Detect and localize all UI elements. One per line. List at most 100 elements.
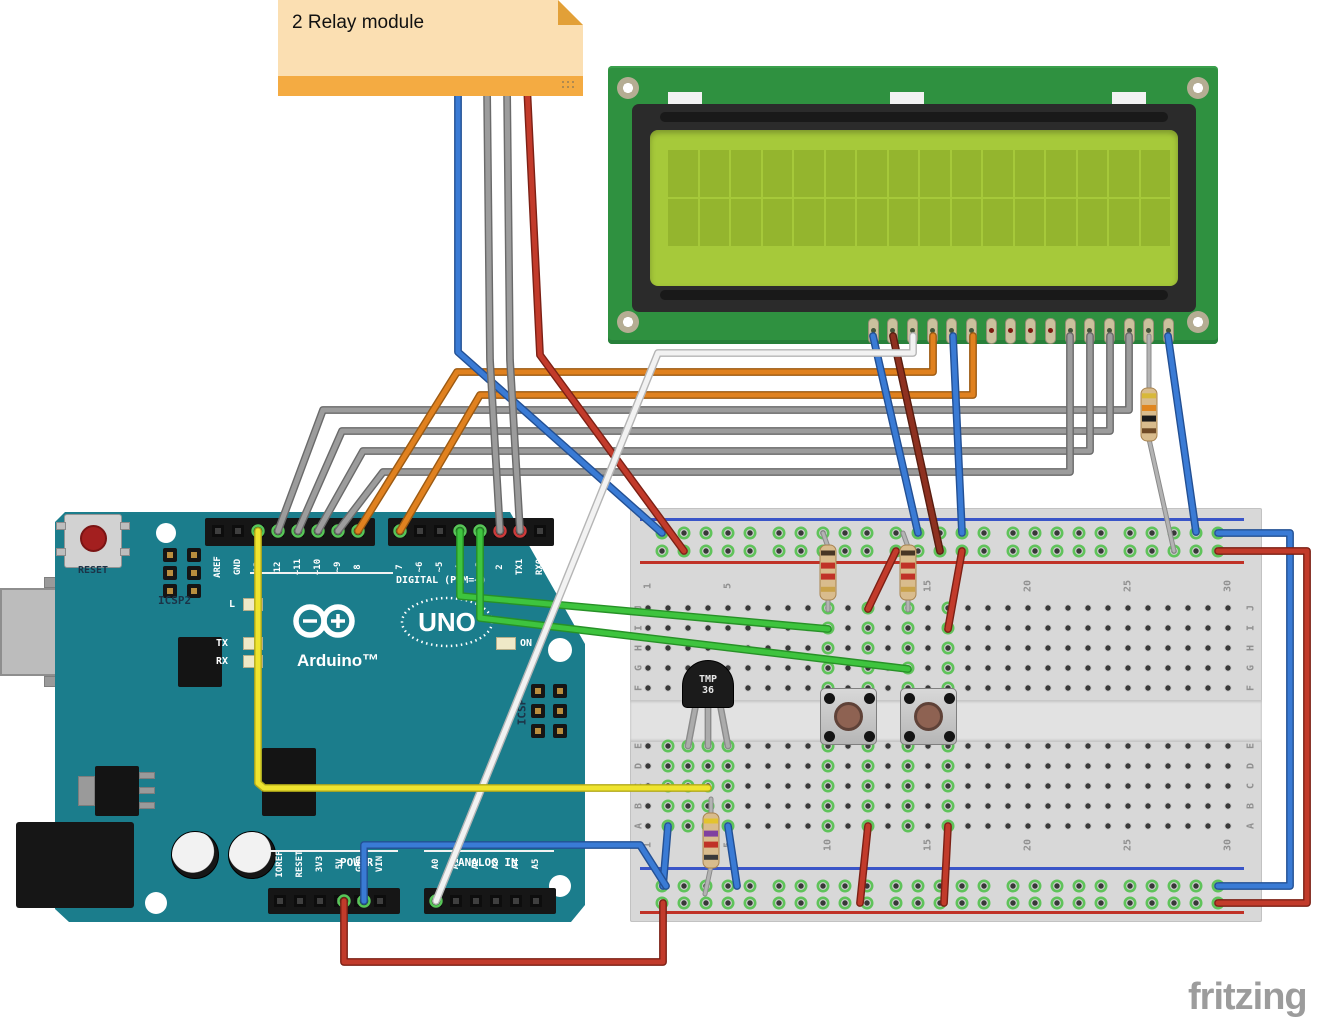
wire-gray-d11-lcd13[interactable] <box>295 333 1113 534</box>
icsp-pin[interactable] <box>531 724 545 738</box>
arduino-pin[interactable] <box>510 895 522 907</box>
wire-blue-relay-gnd[interactable] <box>455 83 665 536</box>
pushbutton-1-cap[interactable] <box>834 702 863 731</box>
arduino-pin[interactable] <box>232 525 244 537</box>
wire-yellow-d13-tmp36[interactable] <box>255 528 711 791</box>
arduino-pin[interactable] <box>294 895 306 907</box>
lcd-pin-10[interactable] <box>1044 318 1056 344</box>
wire-orange-d8-lcd4[interactable] <box>355 333 936 534</box>
wire-red-5v-rail[interactable] <box>341 898 666 965</box>
arduino-pin[interactable] <box>252 525 264 537</box>
lcd-pin-1[interactable] <box>867 318 879 344</box>
wire-red-relay-5v[interactable] <box>524 83 687 554</box>
icsp2-pin[interactable] <box>187 566 201 580</box>
reset-button-cap[interactable] <box>80 525 107 552</box>
resistor-lcd-backlight[interactable] <box>1140 387 1158 442</box>
arduino-pin[interactable] <box>450 895 462 907</box>
wire-blue-rail-loop[interactable] <box>1215 530 1293 889</box>
wire-green-d4-button1[interactable] <box>457 528 831 632</box>
digital-header-right[interactable] <box>388 518 554 546</box>
tmp36-leg-left[interactable] <box>686 702 698 748</box>
lcd-pin-11[interactable] <box>1064 318 1076 344</box>
wire-blue-lcd5-rail[interactable] <box>950 333 965 536</box>
arduino-pin[interactable] <box>374 895 386 907</box>
wire-red-jumper-top1[interactable] <box>865 548 899 612</box>
arduino-pin[interactable] <box>494 525 506 537</box>
arduino-pin[interactable] <box>354 895 366 907</box>
lcd-pin-13[interactable] <box>1103 318 1115 344</box>
resistor-button1-pulldown[interactable] <box>819 544 837 601</box>
icsp2-pin[interactable] <box>187 584 201 598</box>
arduino-pin[interactable] <box>514 525 526 537</box>
wire-blue-jumper2[interactable] <box>725 823 740 889</box>
wire-blue-gnd-rail[interactable] <box>361 842 669 904</box>
lcd-pin-12[interactable] <box>1084 318 1096 344</box>
wire-gray-d12-lcd14[interactable] <box>275 333 1132 534</box>
digital-header-left[interactable] <box>205 518 375 546</box>
arduino-pin[interactable] <box>352 525 364 537</box>
lcd-pin-2[interactable] <box>887 318 899 344</box>
lcd-pin-9[interactable] <box>1025 318 1037 344</box>
reset-button[interactable] <box>64 514 122 568</box>
wire-gray-relay-d2[interactable] <box>484 83 503 534</box>
lcd-pin-8[interactable] <box>1005 318 1017 344</box>
arduino-pin[interactable] <box>314 895 326 907</box>
wire-darkred-lcd2-rail[interactable] <box>890 333 943 554</box>
arduino-pin[interactable] <box>470 895 482 907</box>
pushbutton-2-cap[interactable] <box>914 702 943 731</box>
wire-red-jumper-bottom2[interactable] <box>941 823 951 906</box>
arduino-pin[interactable] <box>274 895 286 907</box>
lcd-pin-6[interactable] <box>966 318 977 344</box>
arduino-pin[interactable] <box>414 525 426 537</box>
arduino-pin[interactable] <box>454 525 466 537</box>
wire-orange-d7-lcd6[interactable] <box>397 333 976 534</box>
arduino-pin[interactable] <box>490 895 502 907</box>
icsp-pin[interactable] <box>553 704 567 718</box>
lcd-pin-14[interactable] <box>1123 318 1135 344</box>
arduino-pin[interactable] <box>474 525 486 537</box>
icsp-pin[interactable] <box>531 704 545 718</box>
icsp2-pin[interactable] <box>163 584 177 598</box>
arduino-pin[interactable] <box>312 525 324 537</box>
wire-white-lcd3-a0[interactable] <box>433 333 916 904</box>
sticky-note[interactable]: 2 Relay module <box>278 0 583 96</box>
wire-blue-lcd16-rail[interactable] <box>1165 333 1199 535</box>
icsp2-pin[interactable] <box>163 548 177 562</box>
wire-red-jumper-bottom1[interactable] <box>857 823 871 906</box>
arduino-pin[interactable] <box>334 895 346 907</box>
lcd-pin-5[interactable] <box>946 318 958 344</box>
arduino-pin[interactable] <box>530 895 542 907</box>
lcd-pin-16[interactable] <box>1163 318 1174 344</box>
icsp-pin[interactable] <box>531 684 545 698</box>
icsp2-pin[interactable] <box>187 548 201 562</box>
pushbutton-2[interactable] <box>900 688 957 745</box>
arduino-pin[interactable] <box>394 525 406 537</box>
icsp-pin[interactable] <box>553 684 567 698</box>
lcd-pin-3[interactable] <box>906 318 918 344</box>
resistor-button2-pulldown[interactable] <box>899 544 917 601</box>
lcd-pin-15[interactable] <box>1143 318 1155 344</box>
arduino-pin[interactable] <box>332 525 344 537</box>
arduino-pin[interactable] <box>434 525 446 537</box>
wire-blue-lcd1-rail[interactable] <box>870 333 921 536</box>
wire-red-jumper-top2[interactable] <box>945 548 965 632</box>
arduino-pin[interactable] <box>292 525 304 537</box>
lcd-pin-7[interactable] <box>985 318 997 344</box>
arduino-pin[interactable] <box>272 525 284 537</box>
arduino-pin[interactable] <box>212 525 224 537</box>
wire-green-d3-button2[interactable] <box>477 528 911 672</box>
wire-blue-jumper1[interactable] <box>660 823 671 889</box>
resistor-tmp36[interactable] <box>702 812 720 869</box>
wire-gray-d9-lcd11[interactable] <box>335 333 1073 534</box>
wire-gray-d10-lcd12[interactable] <box>315 333 1093 534</box>
arduino-pin[interactable] <box>534 525 546 537</box>
lcd-pin-4[interactable] <box>926 318 938 344</box>
wire-red-rail-loop[interactable] <box>1215 548 1310 906</box>
arduino-pin[interactable] <box>430 895 442 907</box>
analog-header[interactable] <box>424 888 556 914</box>
wire-gray-relay-d1[interactable] <box>504 83 523 534</box>
power-header[interactable] <box>268 888 400 914</box>
pushbutton-1[interactable] <box>820 688 877 745</box>
icsp2-pin[interactable] <box>163 566 177 580</box>
icsp-pin[interactable] <box>553 724 567 738</box>
